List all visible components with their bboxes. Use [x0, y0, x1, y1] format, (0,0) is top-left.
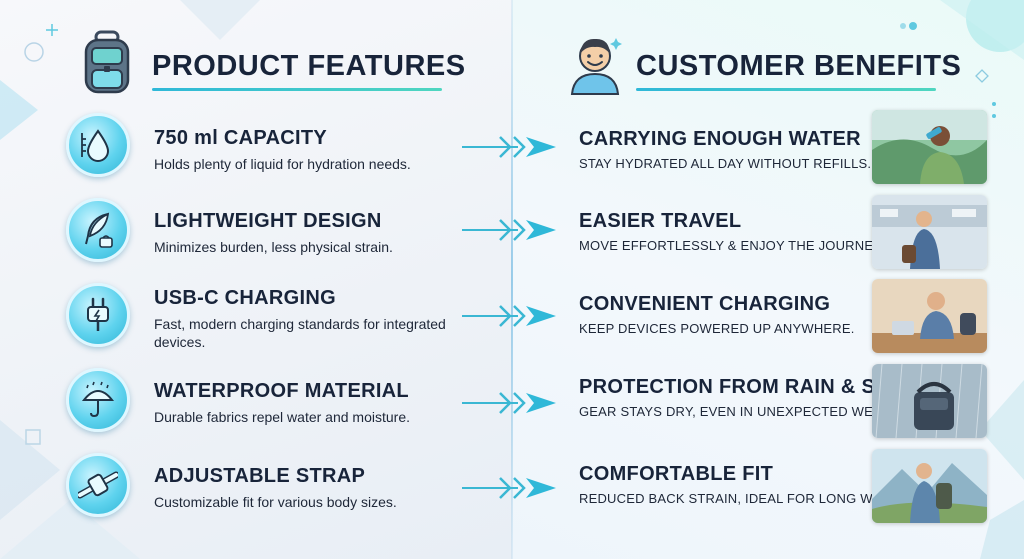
- benefits-title-underline: [636, 88, 936, 91]
- umbrella-icon: [81, 381, 115, 418]
- feature-description: Customizable fit for various body sizes.: [154, 494, 397, 510]
- man-charging-phone-photo: [872, 279, 987, 353]
- benefit-title: COMFORTABLE FIT: [579, 463, 774, 485]
- benefits-title: CUSTOMER BENEFITS: [636, 50, 962, 82]
- benefit-row: COMFORTABLE FIT REDUCED BACK STRAIN, IDE…: [512, 447, 1024, 527]
- feature-row: USB-C CHARGING Fast, modern charging sta…: [0, 277, 512, 357]
- feature-row: ADJUSTABLE STRAP Customizable fit for va…: [0, 447, 512, 527]
- benefit-row: CARRYING ENOUGH WATER STAY HYDRATED ALL …: [512, 108, 1024, 188]
- feature-title: USB-C CHARGING: [154, 287, 336, 309]
- benefit-title: CONVENIENT CHARGING: [579, 293, 831, 315]
- benefits-header: CUSTOMER BENEFITS: [636, 50, 961, 83]
- feature-title: ADJUSTABLE STRAP: [154, 465, 366, 487]
- benefit-title: EASIER TRAVEL: [579, 210, 742, 232]
- benefit-row: EASIER TRAVEL MOVE EFFORTLESSLY & ENJOY …: [512, 192, 1024, 272]
- water-drop-icon: [81, 129, 110, 162]
- strap-buckle-icon: [78, 471, 118, 499]
- feature-description: Minimizes burden, less physical strain.: [154, 239, 393, 255]
- hiker-drinking-photo: [872, 110, 987, 184]
- bag-in-rain-photo: [872, 364, 987, 438]
- backpack-icon: [84, 30, 130, 94]
- feature-icon-circle: [66, 453, 130, 517]
- hiker-mountains-photo: [872, 449, 987, 523]
- connector-arrow: [462, 136, 556, 158]
- feature-description: Holds plenty of liquid for hydration nee…: [154, 156, 411, 172]
- center-divider: [511, 0, 513, 559]
- feature-description: Durable fabrics repel water and moisture…: [154, 409, 411, 425]
- feature-description: Fast, modern charging standards for inte…: [154, 316, 446, 350]
- feature-icon-circle: [66, 198, 130, 262]
- connector-arrow: [462, 305, 556, 327]
- benefit-description: STAY HYDRATED ALL DAY WITHOUT REFILLS.: [579, 156, 872, 171]
- benefit-title: PROTECTION FROM RAIN & SPILLS: [579, 376, 934, 398]
- traveler-airport-photo: [872, 195, 987, 269]
- feature-row: LIGHTWEIGHT DESIGN Minimizes burden, les…: [0, 192, 512, 272]
- feature-icon-circle: [66, 283, 130, 347]
- benefit-description: REDUCED BACK STRAIN, IDEAL FOR LONG WEAR…: [579, 491, 904, 506]
- feature-title: LIGHTWEIGHT DESIGN: [154, 210, 382, 232]
- connector-arrow: [462, 477, 556, 499]
- feature-title: 750 ml CAPACITY: [154, 127, 328, 149]
- benefit-description: KEEP DEVICES POWERED UP ANYWHERE.: [579, 321, 855, 336]
- benefit-description: MOVE EFFORTLESSLY & ENJOY THE JOURNEY.: [579, 238, 885, 253]
- feature-icon-circle: [66, 368, 130, 432]
- features-title: PRODUCT FEATURES: [152, 50, 466, 82]
- features-header: PRODUCT FEATURES: [152, 50, 466, 83]
- feature-row: 750 ml CAPACITY Holds plenty of liquid f…: [0, 107, 512, 187]
- features-title-underline: [152, 88, 442, 91]
- connector-arrow: [462, 392, 556, 414]
- feature-row: WATERPROOF MATERIAL Durable fabrics repe…: [0, 362, 512, 442]
- feature-icon-circle: [66, 113, 130, 177]
- plug-icon: [87, 297, 109, 331]
- benefit-title: CARRYING ENOUGH WATER: [579, 128, 861, 150]
- feature-title: WATERPROOF MATERIAL: [154, 380, 409, 402]
- connector-arrow: [462, 219, 556, 241]
- smiling-person-icon: [570, 38, 622, 95]
- feather-icon: [85, 212, 113, 248]
- benefit-description: GEAR STAYS DRY, EVEN IN UNEXPECTED WEATH…: [579, 404, 921, 419]
- benefit-row: CONVENIENT CHARGING KEEP DEVICES POWERED…: [512, 277, 1024, 357]
- benefit-row: PROTECTION FROM RAIN & SPILLS GEAR STAYS…: [512, 362, 1024, 442]
